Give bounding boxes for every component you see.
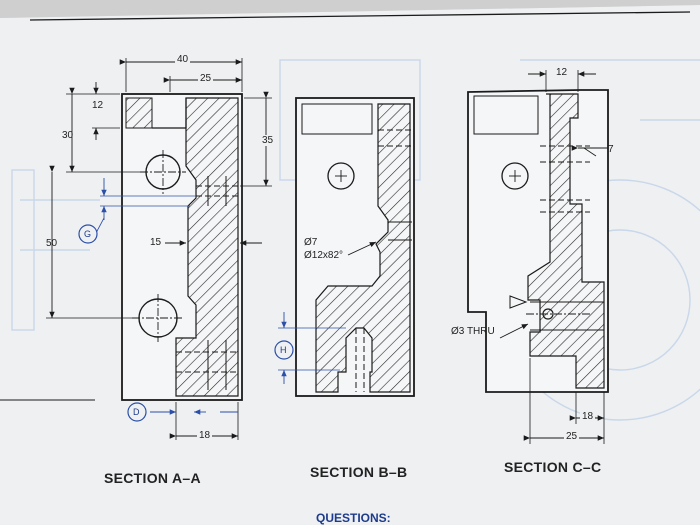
section-b-hole: [327, 162, 355, 190]
questions-heading: QUESTIONS:: [316, 511, 391, 525]
dim-c-25: 25: [564, 431, 580, 442]
section-b-view: [274, 97, 415, 397]
note-b-csk: Ø12x82°: [304, 250, 344, 261]
note-c-thru: Ø3 THRU: [451, 326, 495, 337]
dim-a-12: 12: [92, 100, 104, 111]
section-c-title: SECTION C–C: [504, 459, 602, 475]
section-a-title: SECTION A–A: [104, 470, 201, 486]
section-c-view: [467, 70, 609, 444]
dim-c-12: 12: [556, 67, 568, 78]
section-c-thru-hole: [542, 308, 554, 320]
note-b-hole: Ø7: [304, 237, 318, 248]
callout-h-circle: [274, 340, 294, 360]
section-b-hatch: [315, 103, 411, 393]
section-c-hole: [501, 162, 529, 190]
callout-d-circle: [127, 402, 147, 422]
dim-a-40: 40: [175, 54, 191, 65]
section-c-hatch: [527, 93, 605, 389]
dim-a-30: 30: [62, 130, 74, 141]
callout-g-circle: [78, 224, 98, 244]
dim-a-18: 18: [197, 430, 213, 441]
dim-a-15: 15: [150, 237, 162, 248]
section-a-hatch-right: [175, 97, 239, 397]
background-edge: [0, 0, 700, 18]
callout-h-label: H: [280, 345, 287, 355]
dim-c-18: 18: [580, 411, 596, 422]
section-c-marker: [509, 295, 528, 309]
callout-g-label: G: [84, 229, 92, 239]
dim-a-25: 25: [198, 73, 214, 84]
section-a-view: [46, 58, 272, 440]
dim-a-35: 35: [262, 135, 274, 146]
section-a-hatch-top-left: [125, 97, 153, 129]
dim-a-50: 50: [46, 238, 58, 249]
section-b-title: SECTION B–B: [310, 464, 408, 480]
top-border-line: [29, 11, 691, 21]
dim-c-7: 7: [608, 144, 614, 155]
callout-d-label: D: [133, 407, 140, 417]
